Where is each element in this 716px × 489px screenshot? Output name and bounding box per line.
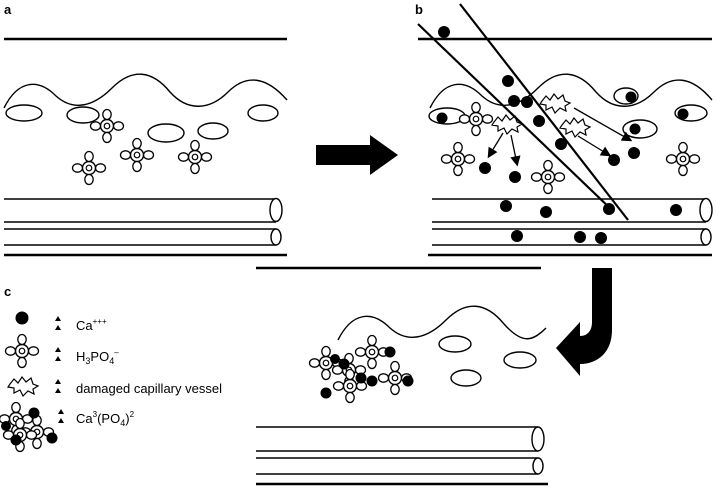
phosphate-cluster	[71, 150, 107, 186]
legend-item-calcium: Ca+++	[15, 311, 107, 333]
panel-a: a	[3, 2, 288, 257]
tissue-cell	[438, 335, 472, 353]
legend-item-damaged-vessel: damaged capillary vessel	[6, 375, 222, 398]
tissue-cell	[5, 104, 43, 122]
tissue-cell	[197, 122, 229, 140]
tissue-cell	[450, 369, 482, 387]
legend-label-phosphate: H3PO4–	[76, 348, 119, 366]
legend-label-calcium-phosphate: Ca3(PO4)2	[76, 410, 135, 428]
tissue-cell	[66, 106, 100, 124]
panel-a-label: a	[4, 2, 12, 17]
capillary-vessels	[4, 197, 287, 257]
tissue-cells	[5, 104, 279, 143]
panel-b-label: b	[415, 2, 423, 17]
tissue-cell	[147, 123, 185, 143]
damaged-vessel-burst	[558, 116, 592, 139]
phosphate-cluster-icon	[4, 333, 40, 369]
bullet-marker-icon	[55, 347, 61, 361]
phosphate-cluster	[440, 141, 476, 177]
black-dot-icon	[15, 311, 29, 325]
phosphate-cluster	[665, 141, 701, 177]
leakage-arrows	[487, 107, 633, 167]
damaged-vessel-burst	[538, 92, 572, 115]
legend-label-calcium: Ca+++	[76, 317, 107, 333]
phosphate-cluster	[458, 101, 494, 137]
tissue-wave	[337, 305, 547, 341]
phosphate-cluster	[530, 159, 566, 195]
tissue-cell	[503, 351, 537, 369]
needle-lines	[417, 3, 629, 221]
bullet-marker-icon	[55, 379, 61, 393]
tissue-cells	[438, 335, 537, 387]
transition-arrow-curved	[556, 268, 612, 376]
legend-label-damaged-vessel: damaged capillary vessel	[76, 381, 222, 396]
phosphate-cluster	[177, 139, 213, 175]
burst-icon	[6, 375, 40, 398]
damaged-vessel-burst	[490, 113, 524, 136]
bullet-marker-icon	[55, 316, 61, 330]
legend-item-phosphate: H3PO4–	[4, 333, 119, 369]
capillary-vessels	[428, 197, 713, 257]
legend-item-calcium-phosphate: Ca3(PO4)2	[0, 401, 135, 453]
calcium-ions	[436, 26, 689, 244]
tissue-cell	[247, 104, 279, 122]
legend: Ca+++ H3PO4– damaged capillary vessel	[0, 311, 222, 453]
transition-arrow-right	[316, 135, 398, 175]
panel-c-label: c	[4, 284, 11, 299]
calcium-phosphate-cluster-icon	[0, 401, 58, 453]
panel-b: b	[415, 2, 713, 257]
tissue-wave	[3, 73, 288, 109]
phosphate-cluster	[119, 137, 155, 173]
tissue-wave	[429, 73, 713, 109]
panel-c: c	[0, 266, 548, 486]
calcium-phosphate-deposit	[308, 334, 414, 404]
bullet-marker-icon	[58, 409, 64, 423]
capillary-vessels	[256, 426, 548, 486]
